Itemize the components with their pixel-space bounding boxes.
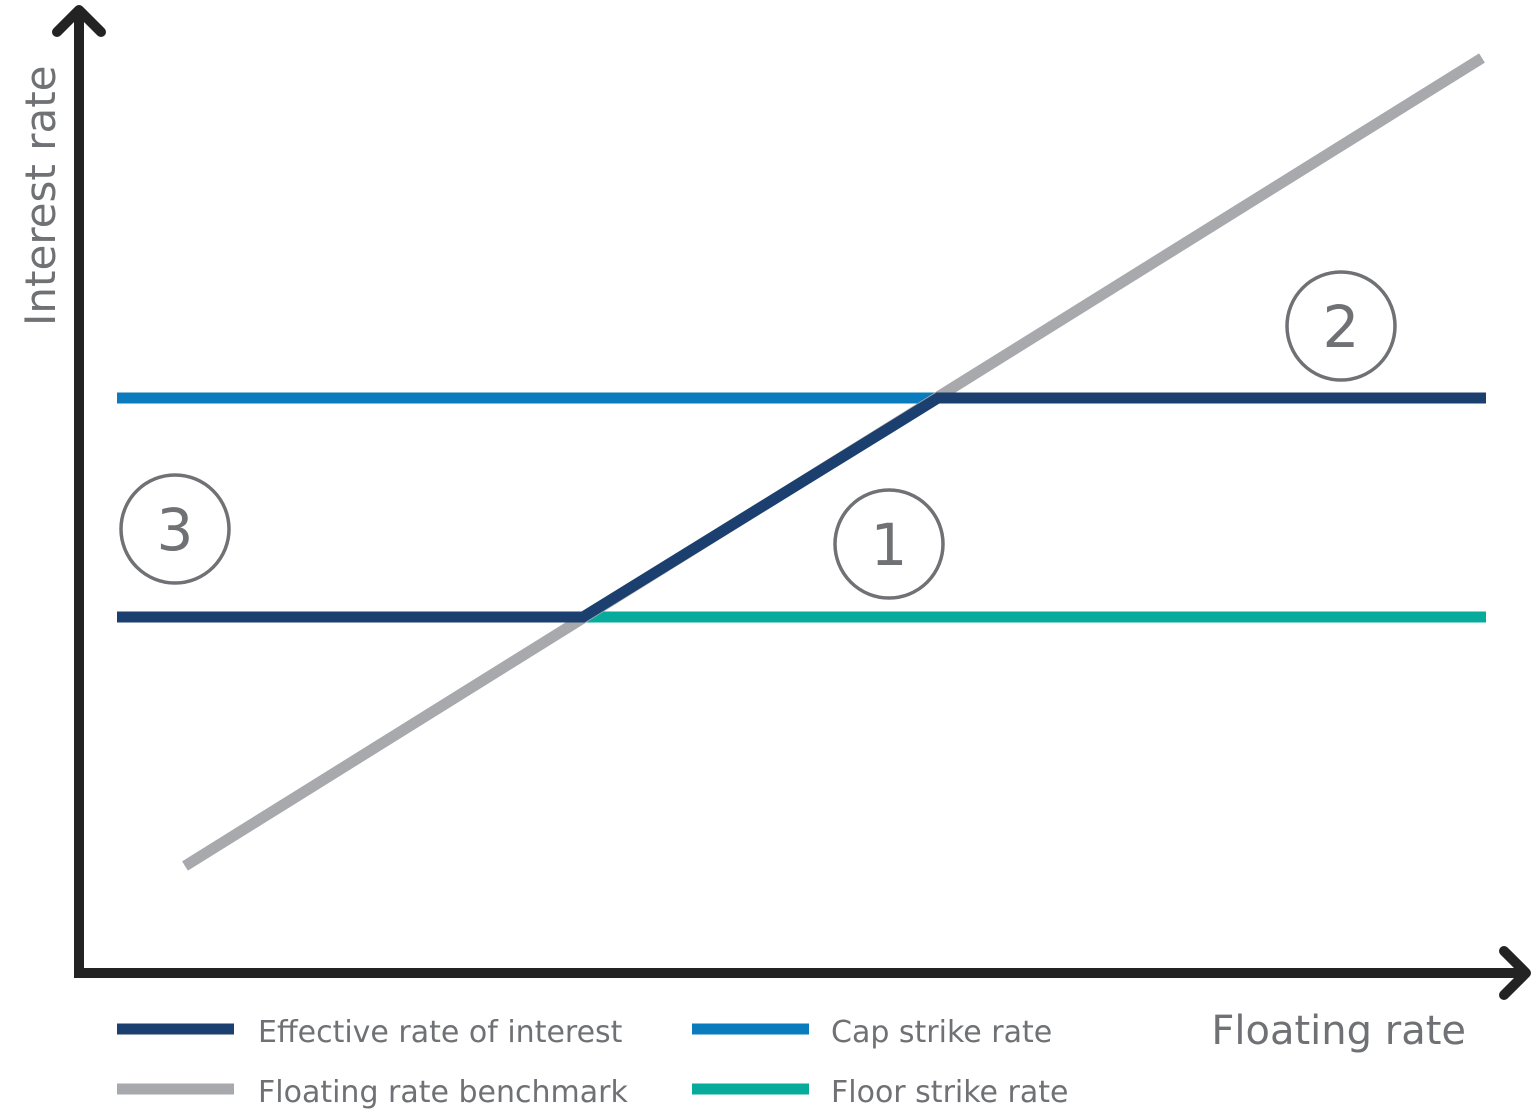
axes [52, 5, 1531, 1000]
badge-3-number: 3 [157, 496, 194, 564]
legend-label-benchmark: Floating rate benchmark [258, 1075, 628, 1110]
legend-item-benchmark: Floating rate benchmark [117, 1075, 628, 1110]
legend-label-floor: Floor strike rate [831, 1075, 1068, 1110]
y-axis-label: Interest rate [16, 65, 65, 326]
badge-2: 2 [1285, 270, 1397, 382]
legend: Effective rate of interest Floating rate… [117, 1015, 1068, 1110]
legend-item-floor: Floor strike rate [692, 1075, 1068, 1110]
badge-3: 3 [119, 473, 231, 585]
legend-label-cap: Cap strike rate [831, 1015, 1052, 1050]
badge-2-number: 2 [1323, 293, 1360, 361]
x-axis-arrowhead [1499, 946, 1531, 1000]
effective-rate-line [117, 392, 1486, 623]
badge-1-number: 1 [871, 511, 908, 579]
y-axis-arrowhead [52, 5, 106, 37]
legend-item-effective: Effective rate of interest [117, 1015, 623, 1050]
legend-item-cap: Cap strike rate [692, 1015, 1052, 1050]
x-axis-label: Floating rate [1211, 1008, 1466, 1054]
badge-1: 1 [833, 488, 945, 600]
legend-label-effective: Effective rate of interest [258, 1015, 623, 1050]
